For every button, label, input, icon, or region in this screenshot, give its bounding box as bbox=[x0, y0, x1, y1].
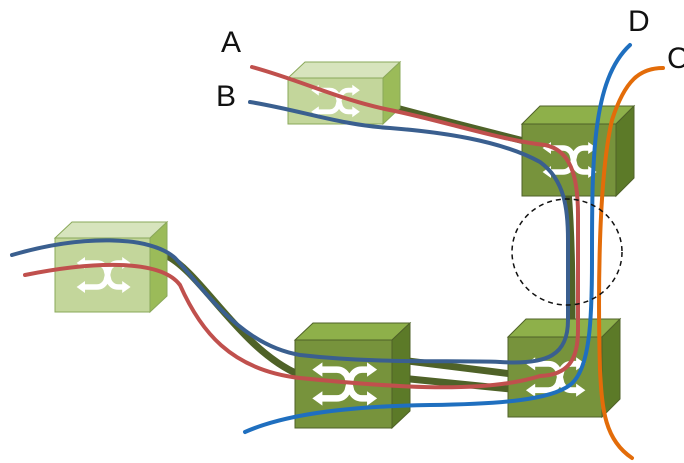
label-a: A bbox=[221, 26, 241, 59]
path-a-left bbox=[23, 262, 542, 390]
flow-paths bbox=[10, 43, 665, 460]
link-right-vertical bbox=[564, 186, 576, 334]
switch-left-front-face bbox=[54, 237, 151, 313]
path-b-left bbox=[10, 238, 502, 364]
link-left-to-mid bbox=[161, 251, 304, 379]
dashed-circle bbox=[511, 198, 623, 306]
path-a-top bbox=[250, 65, 580, 378]
switch-left-side-face bbox=[149, 220, 168, 314]
switch-top bbox=[286, 60, 402, 126]
path-c bbox=[597, 66, 665, 460]
switch-top-top-face bbox=[286, 61, 402, 79]
switch-right-bottom-top-face bbox=[506, 318, 622, 338]
path-d bbox=[243, 43, 632, 434]
label-c: C bbox=[667, 42, 684, 75]
switch-middle-side-face bbox=[391, 321, 411, 430]
switch-right-top bbox=[520, 104, 636, 198]
switch-middle-top-face bbox=[293, 322, 412, 341]
switch-left-top-face bbox=[53, 221, 169, 239]
link-mid-to-right-bottom-2 bbox=[396, 374, 524, 394]
label-d: D bbox=[628, 5, 650, 38]
switch-left bbox=[53, 220, 169, 314]
path-b-top bbox=[248, 100, 570, 365]
label-b: B bbox=[216, 80, 236, 113]
switch-top-front-face bbox=[287, 77, 384, 125]
